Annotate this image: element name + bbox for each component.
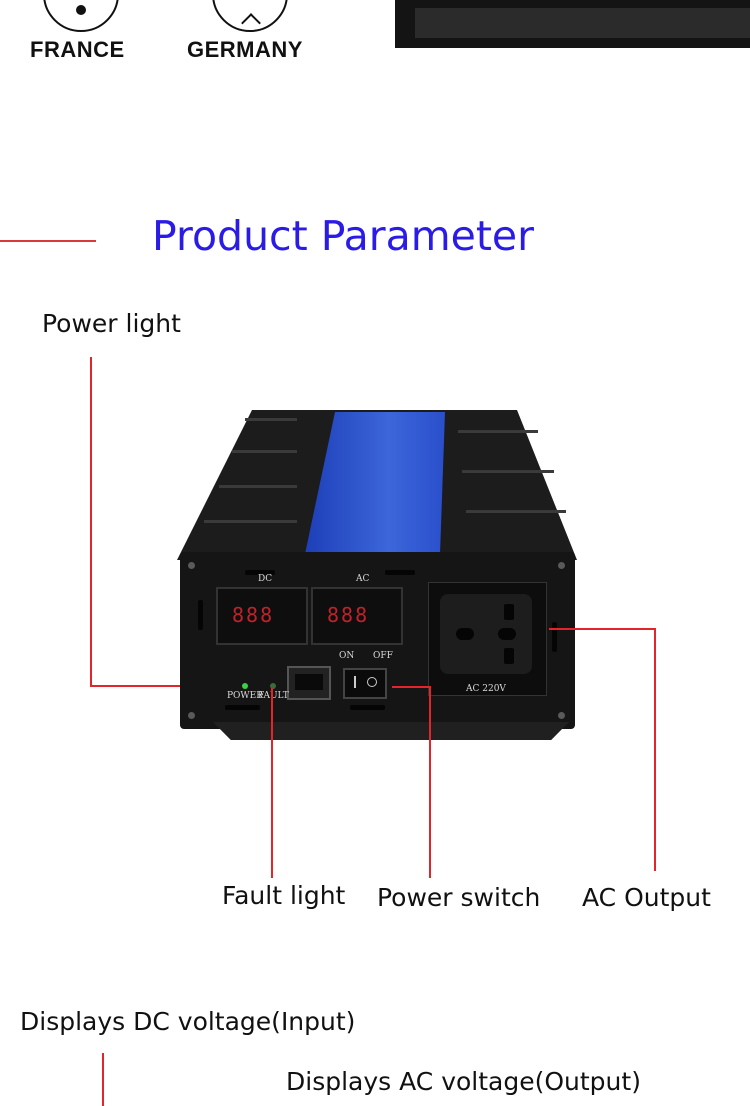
- product-photo-top-detail: [415, 8, 750, 38]
- section-title: Product Parameter: [152, 212, 535, 260]
- displays-dc-callout: Displays DC voltage(Input): [20, 1007, 356, 1036]
- power-light-line-vertical: [90, 357, 92, 686]
- power-led-icon: [242, 683, 248, 689]
- dc-label: DC: [258, 574, 273, 584]
- vent-slot: [225, 705, 260, 710]
- fault-led-icon: [270, 683, 276, 689]
- socket-hole: [504, 648, 514, 664]
- ac-label: AC: [356, 574, 370, 584]
- screw-icon: [558, 562, 565, 569]
- rj45-port: [287, 666, 331, 700]
- screw-icon: [188, 562, 195, 569]
- power-switch-callout: Power switch: [377, 883, 541, 912]
- title-divider-line: [0, 240, 96, 242]
- ac-voltage-display: 888: [311, 587, 403, 645]
- power-light-callout: Power light: [42, 309, 181, 338]
- power-switch-line-horizontal: [392, 686, 430, 688]
- heatsink-fin: [462, 470, 554, 473]
- germany-label: GERMANY: [187, 37, 303, 62]
- switch-line-icon: [354, 676, 356, 688]
- vent-slot: [385, 570, 415, 575]
- france-plug-icon: [43, 0, 119, 32]
- socket-voltage-label: AC 220V: [466, 684, 506, 694]
- power-light-line-horizontal: [90, 685, 234, 687]
- ac-output-line-horizontal: [549, 628, 656, 630]
- ac-output-line-vertical: [654, 628, 656, 871]
- heatsink-fin: [466, 510, 566, 513]
- fault-light-line: [271, 688, 273, 878]
- plug-notch-icon: [241, 13, 261, 33]
- ac-output-socket: [440, 594, 532, 674]
- vent-slot: [198, 600, 203, 630]
- france-label: FRANCE: [30, 37, 125, 62]
- power-switch[interactable]: [343, 668, 387, 699]
- plug-pin-icon: [76, 5, 86, 15]
- off-label: OFF: [373, 651, 393, 661]
- rj45-port-opening: [295, 674, 323, 690]
- inverter-base-foot: [213, 722, 569, 740]
- screw-icon: [558, 712, 565, 719]
- fault-led-label: FAULT: [258, 691, 289, 701]
- heatsink-fin: [458, 430, 538, 433]
- germany-plug-icon: [212, 0, 288, 33]
- power-switch-line-vertical: [429, 686, 431, 878]
- on-label: ON: [339, 651, 355, 661]
- ac-output-callout: AC Output: [582, 883, 711, 912]
- heatsink-fin: [219, 485, 297, 488]
- ac-display-digits: 888: [327, 603, 370, 627]
- socket-hole: [456, 628, 474, 640]
- fault-light-callout: Fault light: [222, 881, 346, 910]
- dc-display-digits: 888: [232, 603, 275, 627]
- vent-slot: [350, 705, 385, 710]
- screw-icon: [188, 712, 195, 719]
- socket-hole: [504, 604, 514, 620]
- power-led-label: POWER: [227, 691, 264, 701]
- switch-circle-icon: [367, 677, 377, 687]
- displays-dc-line: [102, 1053, 104, 1106]
- socket-hole: [498, 628, 516, 640]
- heatsink-fin: [204, 520, 297, 523]
- displays-ac-callout: Displays AC voltage(Output): [286, 1067, 641, 1096]
- heatsink-fin: [245, 418, 297, 421]
- vent-slot: [245, 570, 275, 575]
- vent-slot: [552, 622, 557, 652]
- heatsink-fin: [232, 450, 297, 453]
- dc-voltage-display: 888: [216, 587, 308, 645]
